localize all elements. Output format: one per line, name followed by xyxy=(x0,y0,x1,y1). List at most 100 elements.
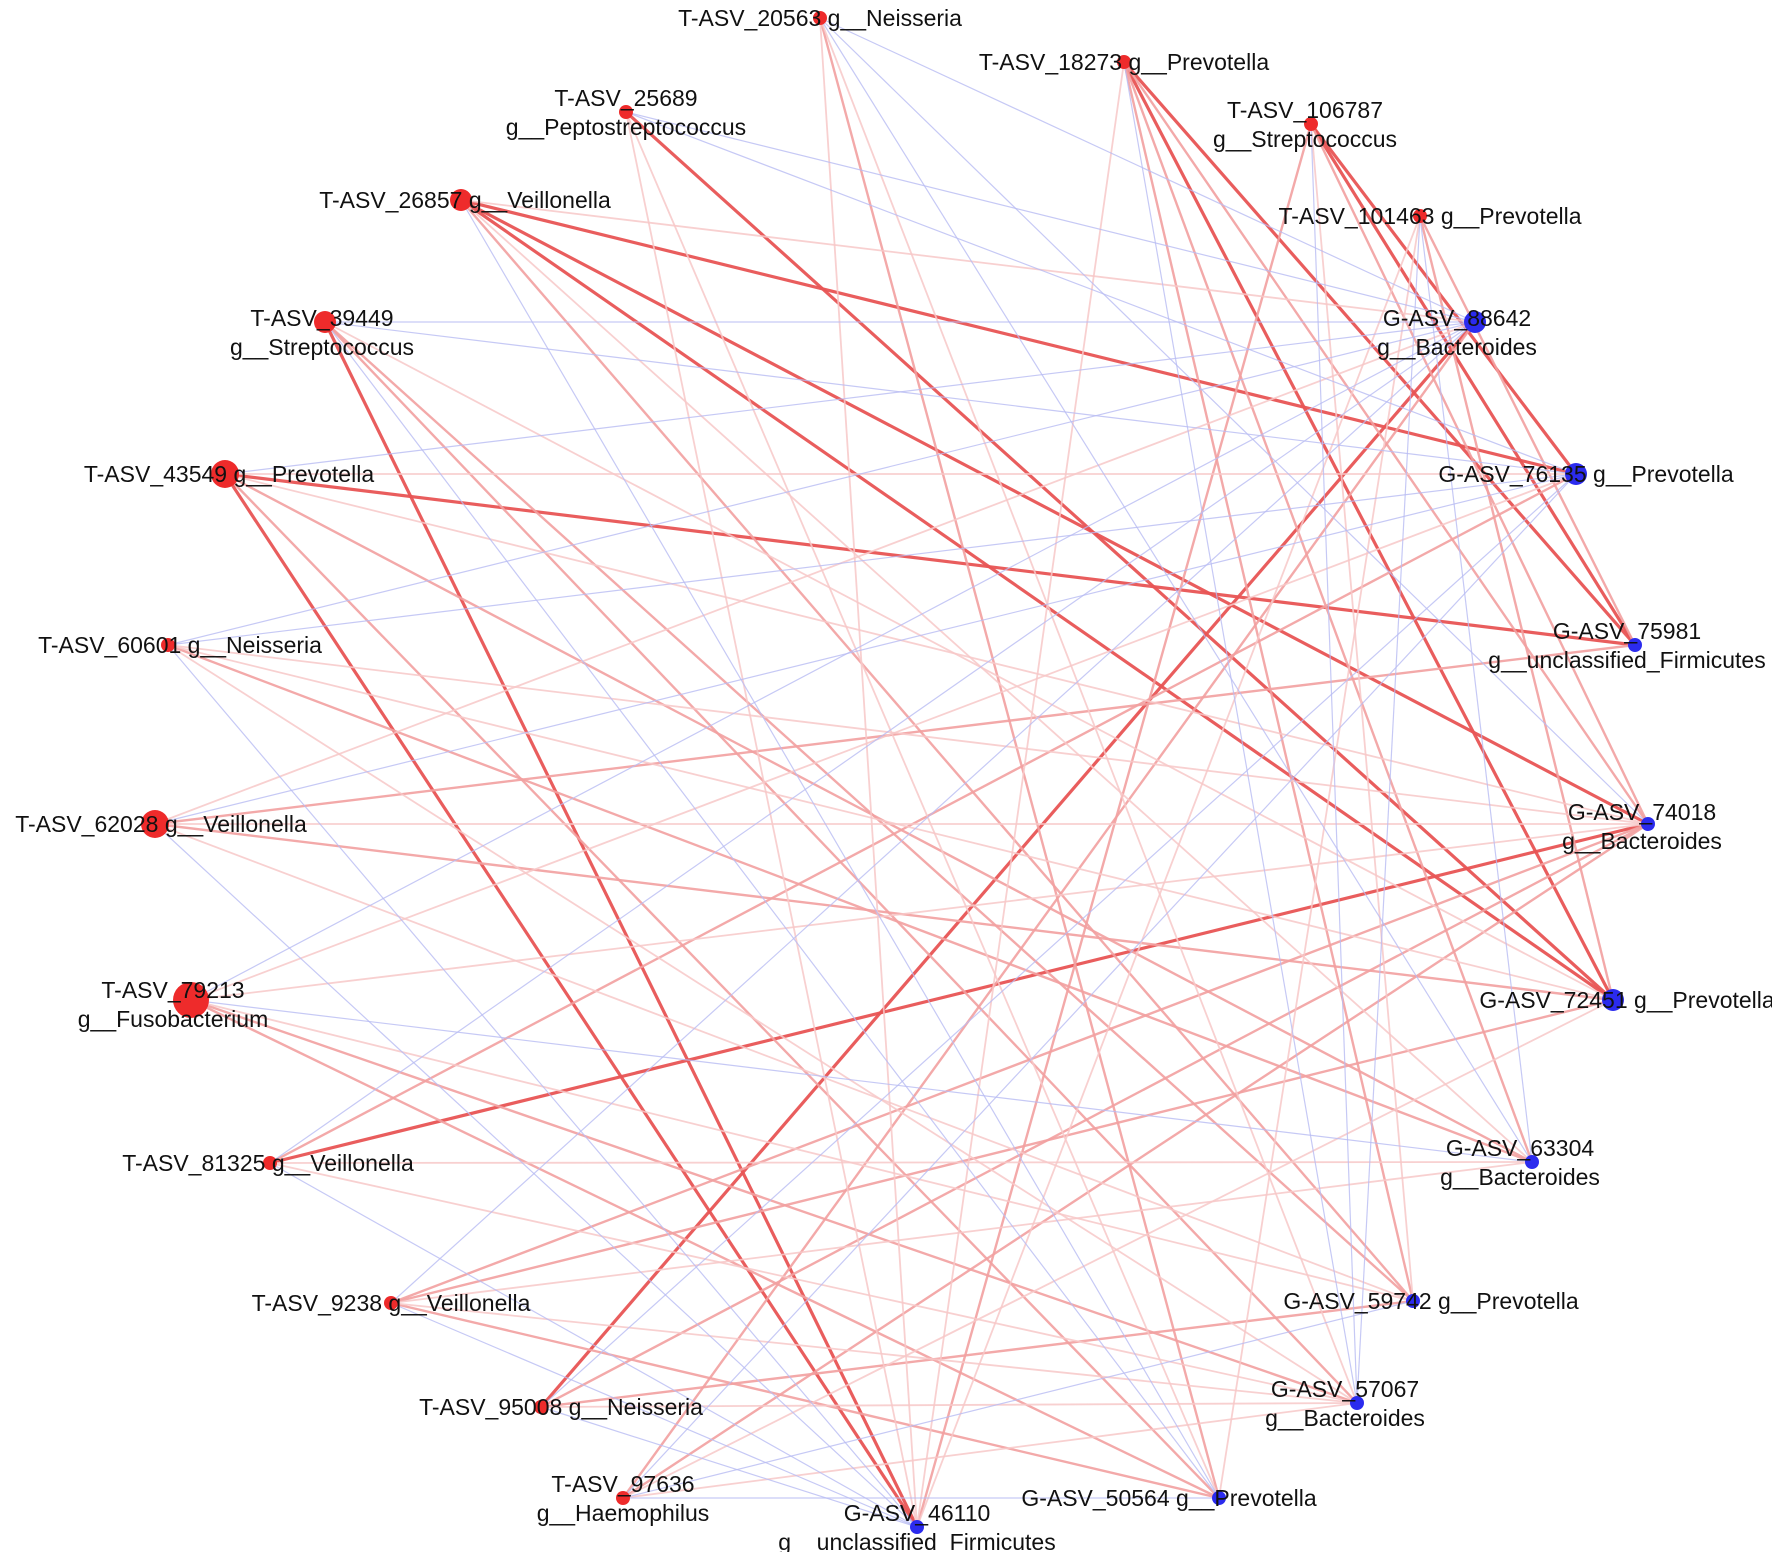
node-T-ASV_26857[interactable] xyxy=(450,189,472,211)
edge-T-ASV_101463-G-ASV_72451 xyxy=(1418,215,1615,1001)
edge-T-ASV_26857-G-ASV_74018 xyxy=(460,198,1649,826)
node-G-ASV_75981[interactable] xyxy=(1628,638,1642,652)
node-T-ASV_18273[interactable] xyxy=(1117,55,1131,69)
node-T-ASV_79213[interactable] xyxy=(173,982,209,1018)
node-T-ASV_97636[interactable] xyxy=(616,1491,630,1505)
edge-T-ASV_20563-G-ASV_88642 xyxy=(819,17,1476,323)
node-G-ASV_72451[interactable] xyxy=(1602,989,1624,1011)
edge-T-ASV_62028-G-ASV_46110 xyxy=(154,823,918,1528)
node-genus-T-ASV_25689: g__Peptostreptococcus xyxy=(506,114,746,140)
edge-T-ASV_97636-G-ASV_57067 xyxy=(622,1402,1358,1499)
edge-T-ASV_25689-G-ASV_76135 xyxy=(625,111,1577,475)
node-genus-T-ASV_39449: g__Streptococcus xyxy=(230,334,414,360)
edge-T-ASV_43549-G-ASV_63304 xyxy=(224,472,1533,1164)
edge-T-ASV_95008-G-ASV_76135 xyxy=(540,473,1577,1408)
node-T-ASV_95008[interactable] xyxy=(534,1400,548,1414)
edge-T-ASV_101463-G-ASV_57067 xyxy=(1356,215,1421,1404)
edge-T-ASV_97636-G-ASV_72451 xyxy=(622,999,1614,1499)
node-T-ASV_81325[interactable] xyxy=(263,1156,277,1170)
edge-T-ASV_9238-G-ASV_88642 xyxy=(390,321,1476,1304)
node-G-ASV_50564[interactable] xyxy=(1212,1491,1226,1505)
edge-T-ASV_79213-G-ASV_59742 xyxy=(190,999,1414,1302)
edge-T-ASV_60601-G-ASV_46110 xyxy=(167,644,918,1528)
edge-T-ASV_39449-G-ASV_72451 xyxy=(324,321,1614,1001)
edge-T-ASV_20563-G-ASV_57067 xyxy=(819,17,1358,1404)
edge-T-ASV_18273-G-ASV_57067 xyxy=(1123,61,1358,1404)
edge-T-ASV_101463-G-ASV_75981 xyxy=(1418,215,1637,646)
node-label-G-ASV_75981: G-ASV_75981 xyxy=(1553,618,1701,644)
node-T-ASV_106787[interactable] xyxy=(1304,117,1318,131)
edge-T-ASV_25689-G-ASV_72451 xyxy=(624,110,1615,1002)
edge-T-ASV_20563-G-ASV_50564 xyxy=(818,17,1221,1499)
node-T-ASV_62028[interactable] xyxy=(141,810,169,838)
node-T-ASV_20563[interactable] xyxy=(813,11,827,25)
node-label-T-ASV_101463: T-ASV_101463 g__Prevotella xyxy=(1278,203,1581,229)
edge-T-ASV_79213-G-ASV_74018 xyxy=(190,823,1649,1001)
edge-T-ASV_18273-G-ASV_46110 xyxy=(916,61,1125,1528)
edge-T-ASV_25689-G-ASV_88642 xyxy=(625,111,1476,323)
node-G-ASV_76135[interactable] xyxy=(1565,463,1587,485)
node-label-T-ASV_62028: T-ASV_62028 g__Veillonella xyxy=(15,811,307,837)
node-T-ASV_43549[interactable] xyxy=(211,460,239,488)
edge-T-ASV_106787-G-ASV_46110 xyxy=(915,123,1313,1528)
node-G-ASV_59742[interactable] xyxy=(1406,1294,1420,1308)
edge-T-ASV_97636-G-ASV_76135 xyxy=(622,473,1577,1499)
edge-T-ASV_95008-G-ASV_57067 xyxy=(540,1402,1358,1408)
edge-T-ASV_39449-G-ASV_46110 xyxy=(323,321,919,1528)
node-G-ASV_63304[interactable] xyxy=(1525,1155,1539,1169)
node-label-G-ASV_72451: G-ASV_72451 g__Prevotella xyxy=(1479,987,1772,1013)
node-label-T-ASV_25689: T-ASV_25689 xyxy=(554,85,697,111)
node-T-ASV_39449[interactable] xyxy=(314,311,336,333)
node-label-G-ASV_74018: G-ASV_74018 xyxy=(1568,799,1716,825)
node-G-ASV_57067[interactable] xyxy=(1350,1396,1364,1410)
edge-T-ASV_106787-G-ASV_75981 xyxy=(1309,123,1637,646)
node-label-T-ASV_60601: T-ASV_60601 g__Neisseria xyxy=(38,632,322,658)
node-T-ASV_25689[interactable] xyxy=(619,105,633,119)
edge-T-ASV_26857-G-ASV_59742 xyxy=(460,199,1414,1302)
edge-T-ASV_60601-G-ASV_88642 xyxy=(167,321,1476,646)
node-label-G-ASV_57067: G-ASV_57067 xyxy=(1271,1376,1419,1402)
edge-T-ASV_43549-G-ASV_74018 xyxy=(224,473,1649,825)
node-genus-G-ASV_75981: g__unclassified_Firmicutes xyxy=(1488,647,1765,673)
node-G-ASV_46110[interactable] xyxy=(910,1520,924,1534)
edge-T-ASV_43549-G-ASV_75981 xyxy=(224,472,1636,647)
edge-T-ASV_62028-G-ASV_76135 xyxy=(154,473,1577,825)
edge-T-ASV_81325-G-ASV_57067 xyxy=(269,1162,1358,1404)
node-label-G-ASV_88642: G-ASV_88642 xyxy=(1383,305,1531,331)
node-label-G-ASV_59742: G-ASV_59742 g__Prevotella xyxy=(1283,1288,1579,1314)
edge-T-ASV_43549-G-ASV_50564 xyxy=(224,473,1220,1499)
node-label-T-ASV_81325: T-ASV_81325 g__Veillonella xyxy=(122,1150,414,1176)
edge-T-ASV_9238-G-ASV_72451 xyxy=(390,998,1614,1305)
edge-T-ASV_18273-G-ASV_75981 xyxy=(1122,60,1637,647)
node-label-G-ASV_63304: G-ASV_63304 xyxy=(1446,1135,1595,1161)
edge-T-ASV_9238-G-ASV_46110 xyxy=(390,1302,918,1528)
edge-T-ASV_18273-G-ASV_72451 xyxy=(1122,61,1615,1001)
node-label-T-ASV_97636: T-ASV_97636 xyxy=(551,1471,694,1497)
edge-T-ASV_18273-G-ASV_59742 xyxy=(1122,61,1415,1302)
edge-T-ASV_79213-G-ASV_76135 xyxy=(190,473,1577,1001)
node-T-ASV_101463[interactable] xyxy=(1413,209,1427,223)
edge-T-ASV_18273-G-ASV_74018 xyxy=(1123,61,1649,825)
edge-T-ASV_95008-G-ASV_74018 xyxy=(540,822,1649,1409)
node-T-ASV_9238[interactable] xyxy=(384,1296,398,1310)
edge-T-ASV_26857-G-ASV_72451 xyxy=(460,198,1614,1002)
edge-T-ASV_60601-G-ASV_72451 xyxy=(167,644,1614,1001)
node-genus-T-ASV_106787: g__Streptococcus xyxy=(1213,126,1397,152)
edge-T-ASV_20563-G-ASV_46110 xyxy=(819,17,918,1528)
edge-T-ASV_20563-G-ASV_63304 xyxy=(819,17,1533,1163)
node-T-ASV_60601[interactable] xyxy=(161,638,175,652)
node-label-T-ASV_79213: T-ASV_79213 xyxy=(101,977,244,1003)
edge-T-ASV_106787-G-ASV_59742 xyxy=(1310,123,1414,1302)
edge-T-ASV_25689-G-ASV_50564 xyxy=(625,111,1220,1499)
node-label-T-ASV_20563: T-ASV_20563 g__Neisseria xyxy=(678,5,962,31)
edge-T-ASV_9238-G-ASV_74018 xyxy=(390,822,1649,1305)
edge-T-ASV_79213-G-ASV_50564 xyxy=(190,998,1220,1500)
node-G-ASV_88642[interactable] xyxy=(1464,311,1486,333)
edge-T-ASV_26857-G-ASV_88642 xyxy=(460,199,1476,323)
node-genus-G-ASV_63304: g__Bacteroides xyxy=(1440,1164,1600,1190)
node-label-T-ASV_9238: T-ASV_9238 g__Veillonella xyxy=(252,1290,531,1316)
edge-T-ASV_60601-G-ASV_57067 xyxy=(167,644,1358,1404)
node-G-ASV_74018[interactable] xyxy=(1641,817,1655,831)
edge-T-ASV_62028-G-ASV_72451 xyxy=(154,822,1614,1002)
